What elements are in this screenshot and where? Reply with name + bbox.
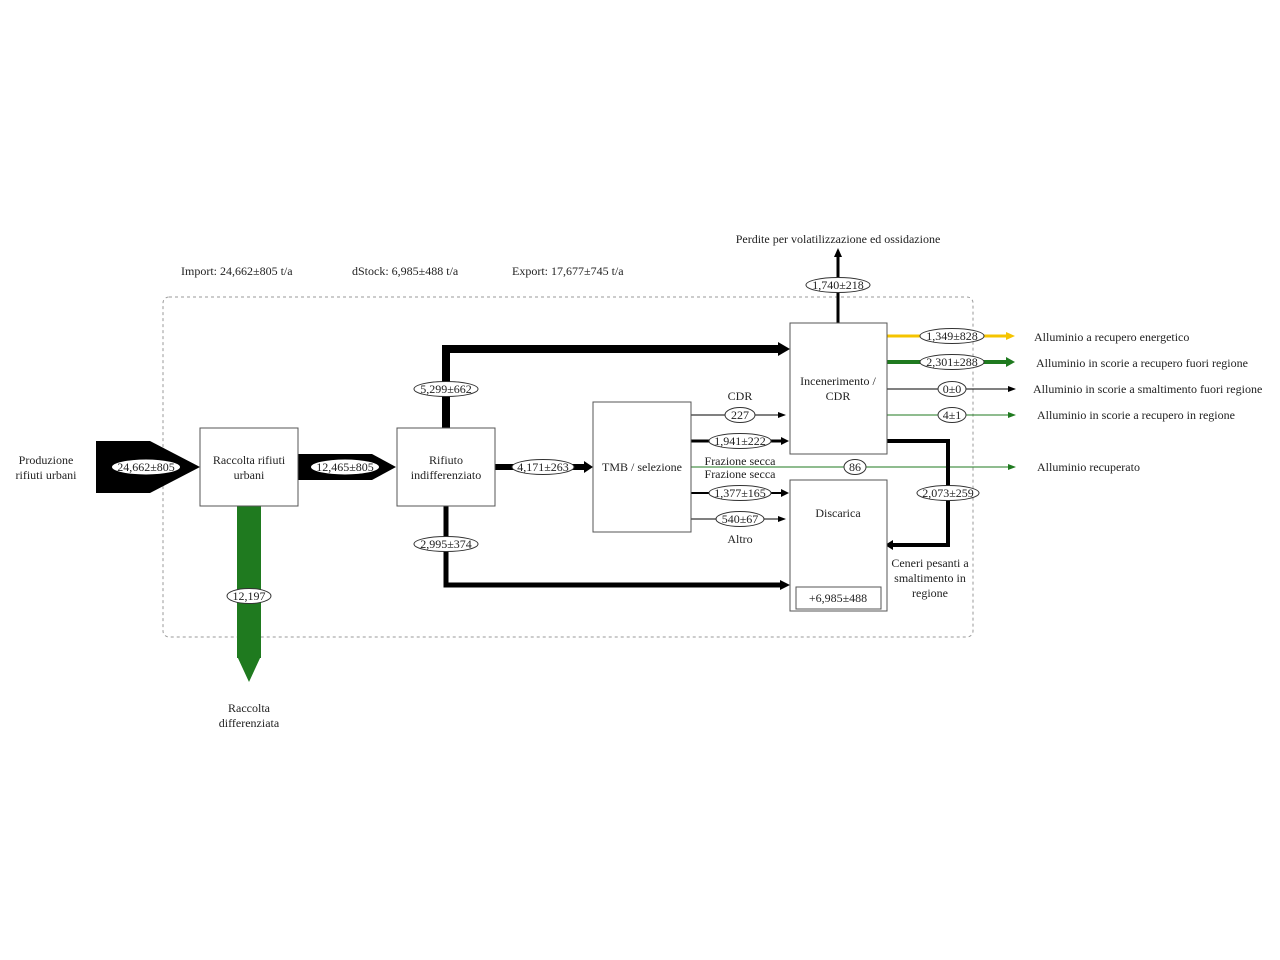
arrowhead-tmb-incenerimento [781, 437, 789, 445]
pill-tmb-discarica-altro [715, 511, 765, 527]
value-ceneri-regione: 2,073±259 [922, 486, 974, 500]
pill-ceneri-regione [916, 485, 980, 501]
discarica-stock-value: +6,985±488 [809, 591, 867, 605]
value-produzione-raccolta: 24,662±805 [117, 460, 175, 474]
output-scorie-recupero-regione: Alluminio in scorie a recupero in region… [1037, 408, 1235, 422]
arrowhead-tmb [584, 461, 593, 473]
pill-tmb-cdr [724, 407, 756, 423]
output-scorie-fuori-regione: Alluminio in scorie a recupero fuori reg… [1036, 356, 1248, 370]
arrowhead-incenerimento [778, 342, 790, 356]
arrowhead-perdite [834, 248, 842, 257]
value-tmb-cdr: 227 [731, 408, 749, 422]
value-rifiuto-incenerimento: 5,299±662 [420, 382, 472, 396]
value-tmb-discarica-altro: 540±67 [722, 512, 759, 526]
dstock-label: dStock: 6,985±488 t/a [352, 264, 459, 278]
raccolta-differenziata-label-2: differenziata [219, 716, 280, 730]
output-scorie-smaltimento-fuori: Alluminio in scorie a smaltimento fuori … [1033, 382, 1262, 396]
output-recuperato: Alluminio recuperato [1037, 460, 1140, 474]
arrowhead-scorie-fuori-regione [1006, 357, 1015, 367]
value-tmb-incenerimento: 1,941±222 [714, 434, 766, 448]
value-scorie-smaltimento-fuori: 0±0 [943, 382, 962, 396]
flow-raccolta-differenziata [237, 506, 261, 658]
produzione-label-2: rifiuti urbani [16, 468, 78, 482]
pill-raccolta-rifiuto [311, 459, 379, 475]
frazione-secca-label-2: Frazione secca [705, 467, 777, 481]
ceneri-label-3: regione [912, 586, 948, 600]
ceneri-label-2: smaltimento in [894, 571, 966, 585]
pill-produzione-raccolta [112, 459, 180, 475]
value-rifiuto-tmb: 4,171±263 [517, 460, 569, 474]
raccolta-label-2: urbani [234, 468, 265, 482]
pill-scorie-fuori-regione [919, 354, 985, 370]
raccolta-rifiuti-box [199, 427, 299, 507]
raccolta-label-1: Raccolta rifiuti [213, 453, 286, 467]
value-raccolta-differenziata: 12,197 [233, 589, 266, 603]
pill-scorie-recupero-regione [937, 407, 967, 423]
export-label: Export: 17,677±745 t/a [512, 264, 624, 278]
arrowhead-recupero-energetico [1006, 332, 1015, 340]
discarica-label: Discarica [815, 506, 861, 520]
arrowhead-raccolta-differenziata [237, 656, 261, 682]
flow-rifiuto-discarica [443, 506, 780, 588]
altro-flow-label: Altro [727, 532, 752, 546]
pill-tmb-discarica-frazione [708, 485, 772, 501]
arrowhead-ceneri [885, 540, 893, 550]
system-boundary [162, 296, 974, 638]
value-rifiuto-discarica: 2,995±374 [420, 537, 472, 551]
rifiuto-label-1: Rifiuto [429, 453, 463, 467]
produzione-label-1: Produzione [19, 453, 74, 467]
pill-perdite [805, 277, 871, 293]
pill-raccolta-differenziata [226, 588, 272, 604]
value-recupero-energetico: 1,349±828 [926, 329, 978, 343]
arrowhead-discarica [780, 580, 790, 590]
frazione-secca-label-1: Frazione secca [705, 454, 777, 468]
value-scorie-fuori-regione: 2,301±288 [926, 355, 978, 369]
rifiuto-label-2: indifferenziato [411, 468, 481, 482]
pill-scorie-smaltimento-fuori [937, 381, 967, 397]
pill-tmb-incenerimento [708, 433, 772, 449]
pill-rifiuto-discarica [413, 536, 479, 552]
tmb-label: TMB / selezione [602, 460, 682, 474]
incenerimento-label-1: Incenerimento / [800, 374, 876, 388]
pill-rifiuto-incenerimento [413, 381, 479, 397]
pill-recupero-energetico [919, 328, 985, 344]
cdr-flow-label: CDR [728, 389, 753, 403]
flow-rifiuto-incenerimento [442, 345, 780, 428]
perdite-output-label: Perdite per volatilizzazione ed ossidazi… [736, 232, 941, 246]
rifiuto-indifferenziato-box [396, 427, 496, 507]
value-perdite: 1,740±218 [812, 278, 864, 292]
value-tmb-recuperato: 86 [849, 460, 861, 474]
incenerimento-label-2: CDR [826, 389, 851, 403]
value-tmb-discarica-frazione: 1,377±165 [714, 486, 766, 500]
pill-tmb-recuperato [843, 459, 867, 475]
value-scorie-recupero-regione: 4±1 [943, 408, 962, 422]
ceneri-label-1: Ceneri pesanti a [891, 556, 969, 570]
output-recupero-energetico: Alluminio a recupero energetico [1034, 330, 1189, 344]
pill-rifiuto-tmb [511, 459, 575, 475]
import-label: Import: 24,662±805 t/a [181, 264, 293, 278]
discarica-stock-box [795, 586, 882, 610]
tmb-box [592, 401, 692, 533]
raccolta-differenziata-label-1: Raccolta [228, 701, 271, 715]
incenerimento-box [789, 322, 888, 455]
arrowhead-tmb-discarica [781, 489, 789, 497]
value-raccolta-rifiuto: 12,465±805 [316, 460, 374, 474]
